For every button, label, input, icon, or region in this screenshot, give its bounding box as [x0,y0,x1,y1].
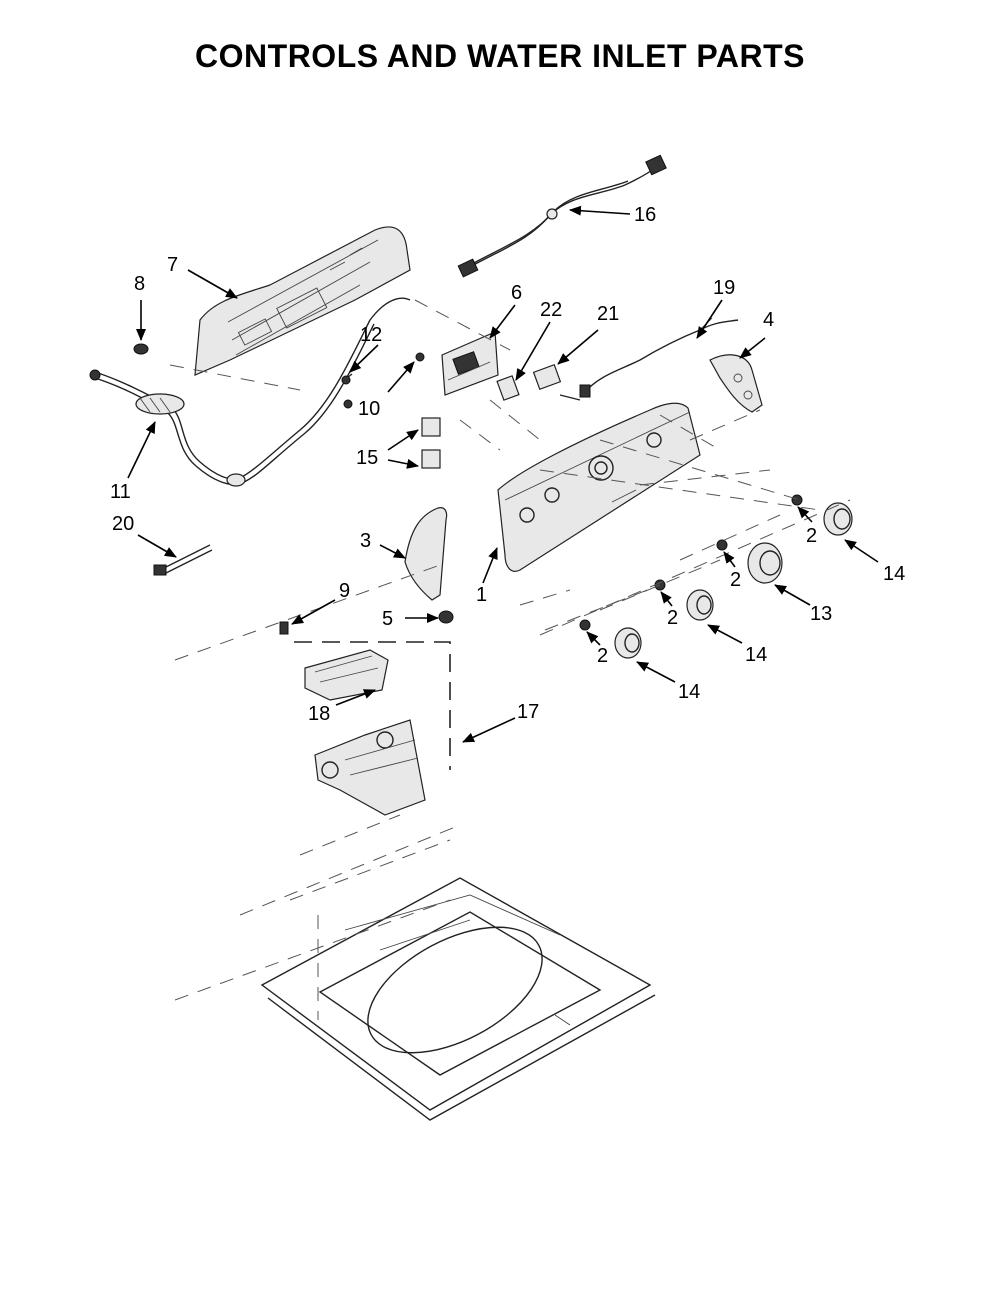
callout-2-c: 2 [667,607,678,629]
callout-6: 6 [511,282,522,304]
part-3-end-cap [404,507,448,601]
callout-21: 21 [597,303,619,325]
callout-4: 4 [763,309,774,331]
valve-group-outline [294,641,451,770]
part-12-screw [341,373,353,385]
callout-19: 19 [713,277,735,299]
part-21-switch [532,364,581,401]
callout-13: 13 [810,603,832,625]
callout-3: 3 [360,530,371,552]
part-15-brackets [421,417,441,469]
part-1-console-panel [497,402,701,572]
part-7-control-console [194,226,411,376]
knob-14-left [614,627,642,659]
callout-18: 18 [308,703,330,725]
callout-20: 20 [112,513,134,535]
part-9-clip [279,621,289,635]
part-16-wire-harness [457,154,667,278]
leader-arrows [127,205,879,743]
part-5-clip [438,610,454,624]
part-20-sensor [153,544,213,576]
callout-12: 12 [360,324,382,346]
callout-5: 5 [382,608,393,630]
part-18-valve-bracket [304,649,389,701]
part-11-fill-hose [89,297,411,487]
callout-10: 10 [358,398,380,420]
knob-14-right [823,502,853,536]
callout-9: 9 [339,580,350,602]
guide-lines [169,299,851,1020]
callout-1: 1 [476,584,487,606]
part-10-screw [343,352,425,409]
callout-2-b: 2 [730,569,741,591]
diagram-title: CONTROLS AND WATER INLET PARTS [195,38,805,74]
knob-13-center [747,542,783,584]
part-6-control-board [441,331,499,396]
callout-8: 8 [134,273,145,295]
knob-14-mid [686,589,714,621]
callout-16: 16 [634,204,656,226]
callout-14-a: 14 [883,563,905,585]
part-17-water-inlet-valve [314,719,426,816]
callout-15: 15 [356,447,378,469]
part-8-screw [133,343,149,355]
part-22-switch [496,375,520,401]
callout-2-a: 2 [806,525,817,547]
callout-7: 7 [167,254,178,276]
callout-labels: 16 7 8 6 22 21 19 4 12 10 15 11 20 3 1 9… [110,204,905,725]
cabinet-top [260,877,656,1121]
callout-14-c: 14 [678,681,700,703]
part-4-end-cap [709,354,763,413]
callout-17: 17 [517,701,539,723]
callout-2-d: 2 [597,645,608,667]
callout-22: 22 [540,299,562,321]
callout-11: 11 [110,481,131,503]
callout-14-b: 14 [745,644,767,666]
